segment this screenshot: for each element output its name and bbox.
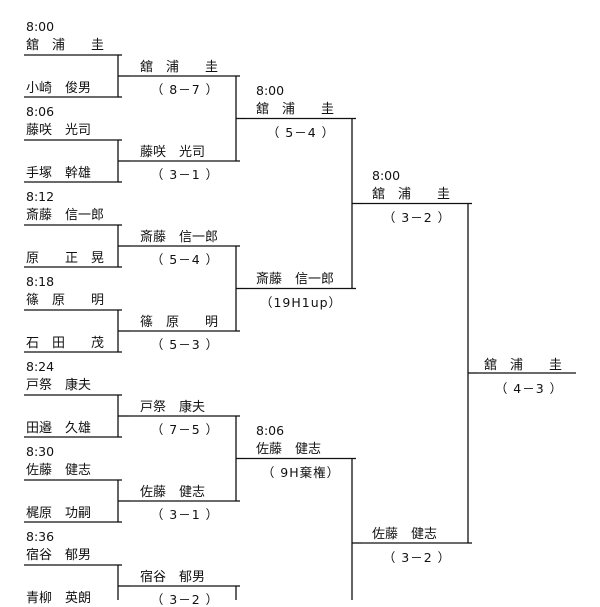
round2-score: （ 8－7 ） — [150, 82, 220, 97]
player-name: 原 正 晃 — [26, 251, 105, 266]
round4-winner: 舘 浦 圭 — [372, 187, 451, 202]
round4-score: （ 3－2 ） — [382, 550, 452, 565]
player-name: 佐藤 健志 — [26, 463, 92, 478]
round2-score: （ 5－4 ） — [150, 252, 220, 267]
round2-winner: 藤咲 光司 — [140, 145, 206, 160]
player-name: 戸祭 康夫 — [26, 378, 92, 393]
round3-winner: 舘 浦 圭 — [256, 102, 335, 117]
round2-winner: 斎藤 信一郎 — [140, 230, 219, 245]
round3-score: （ 5－4 ） — [266, 125, 336, 140]
round3-winner: 佐藤 健志 — [256, 442, 322, 457]
match-time: 8:18 — [26, 274, 55, 289]
round3-winner: 斎藤 信一郎 — [256, 272, 335, 287]
player-name: 田邉 久雄 — [26, 421, 92, 436]
match-time: 8:12 — [26, 189, 55, 204]
player-name: 篠 原 明 — [26, 293, 105, 308]
match-time: 8:06 — [26, 104, 55, 119]
player-name: 斎藤 信一郎 — [26, 208, 105, 223]
player-name: 青柳 英朗 — [26, 591, 92, 606]
match-time: 8:00 — [372, 168, 401, 183]
final-score: （ 4－3 ） — [494, 381, 564, 396]
round2-winner: 佐藤 健志 — [140, 485, 206, 500]
round2-score: （ 3－1 ） — [150, 167, 220, 182]
player-name: 藤咲 光司 — [26, 123, 92, 138]
final-winner: 舘 浦 圭 — [484, 358, 563, 373]
round2-score: （ 5－3 ） — [150, 337, 220, 352]
match-time: 8:24 — [26, 359, 55, 374]
match-time: 8:00 — [256, 83, 285, 98]
round2-winner: 戸祭 康夫 — [140, 400, 206, 415]
player-name: 手塚 幹雄 — [26, 166, 92, 181]
round2-score: （ 3－1 ） — [150, 507, 220, 522]
round2-winner: 宿谷 郁男 — [140, 570, 206, 585]
round2-winner: 舘 浦 圭 — [140, 60, 219, 75]
round4-winner: 佐藤 健志 — [372, 527, 438, 542]
match-time: 8:36 — [26, 529, 55, 544]
round3-score: （ 9H棄権） — [261, 465, 341, 480]
player-name: 小崎 俊男 — [26, 81, 92, 96]
round4-score: （ 3－2 ） — [382, 210, 452, 225]
round2-score: （ 7－5 ） — [150, 422, 220, 437]
match-time: 8:30 — [26, 444, 55, 459]
match-time: 8:00 — [26, 19, 55, 34]
player-name: 梶原 功嗣 — [26, 506, 92, 521]
player-name: 石 田 茂 — [26, 336, 105, 351]
player-name: 宿谷 郁男 — [26, 548, 92, 563]
match-time: 8:06 — [256, 423, 285, 438]
round2-winner: 篠 原 明 — [140, 315, 219, 330]
player-name: 舘 浦 圭 — [26, 38, 105, 53]
round3-score: （19H1up） — [259, 295, 343, 310]
